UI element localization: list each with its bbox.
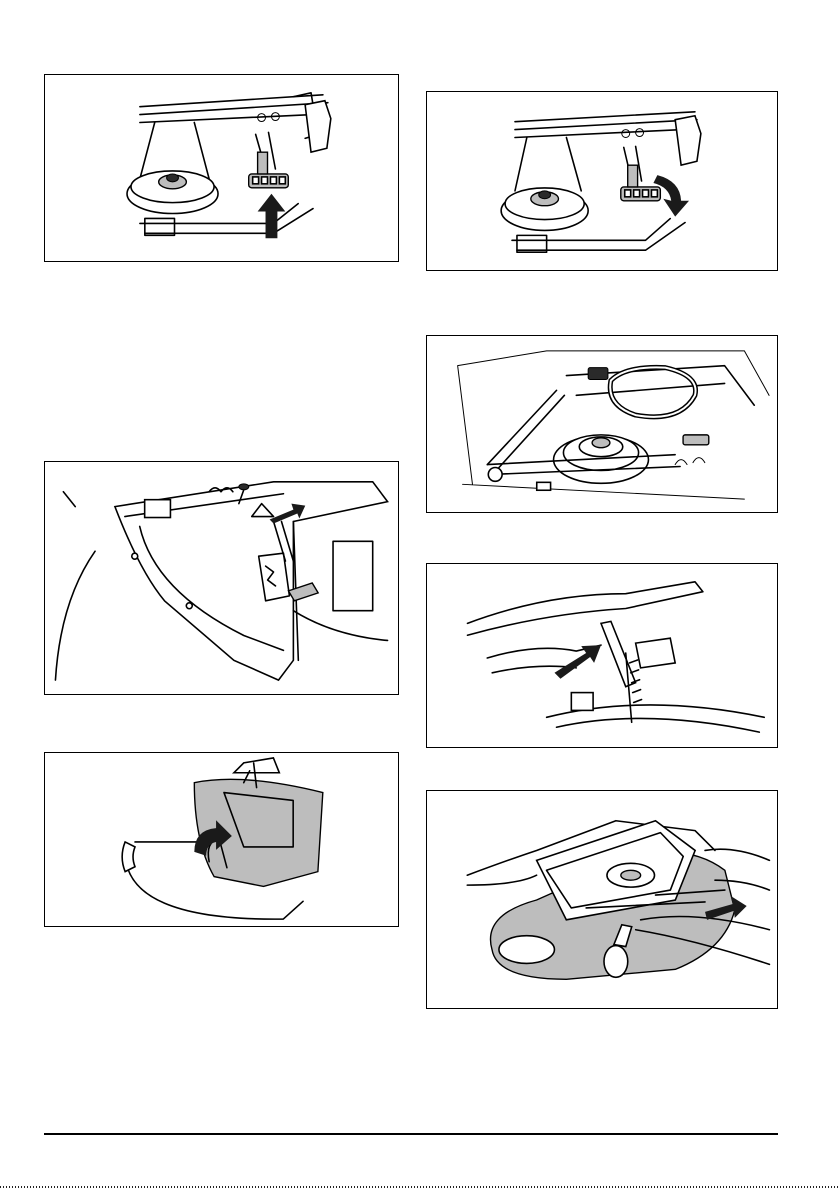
illustration-release-lever [427, 564, 777, 747]
illustration-tensioner-down [427, 92, 777, 270]
illustration-console [45, 462, 398, 694]
footer-rule [44, 1133, 778, 1135]
figure-release-lever [426, 563, 778, 748]
illustration-cutting-deck [427, 791, 777, 1008]
figure-drive-belt-overview [426, 335, 778, 513]
illustration-cover [45, 753, 398, 926]
arrow-up-icon [258, 194, 286, 239]
figure-cover-removal [44, 752, 399, 927]
figure-belt-tensioner-down [426, 91, 778, 271]
figure-cutting-deck-removal [426, 790, 778, 1009]
figure-console-lever [44, 461, 399, 695]
scan-edge [0, 1186, 840, 1188]
illustration-tensioner-up [45, 75, 398, 261]
figure-belt-tensioner-up [44, 74, 399, 262]
illustration-drive-belt [427, 336, 777, 512]
